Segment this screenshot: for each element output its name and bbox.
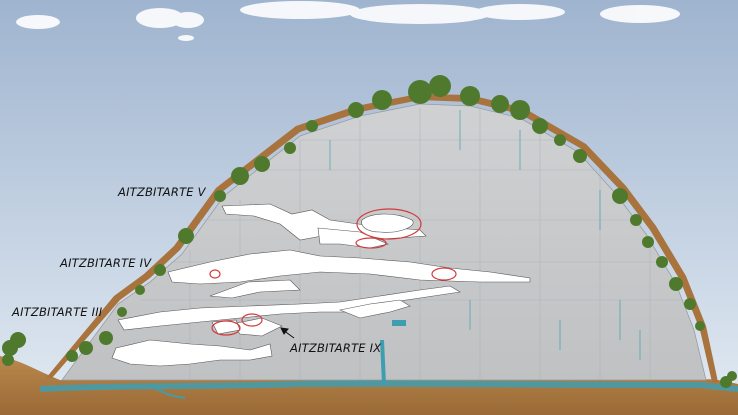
- cave-ix-pointer: [280, 327, 295, 339]
- gallery-iv: [167, 249, 531, 285]
- gallery-v-chamber: [361, 213, 414, 233]
- highlight-iv-left: [209, 269, 221, 279]
- site-highlights: [209, 208, 457, 336]
- highlight-v-lower: [355, 237, 387, 249]
- river-vertical-shaft: [380, 340, 386, 384]
- underground-river: [40, 380, 738, 392]
- highlight-iii-a: [211, 320, 241, 336]
- label-aitzbitarte-v: AITZBITARTE V: [117, 185, 207, 199]
- gallery-iii-lower: [231, 317, 283, 337]
- gallery-lowest: [111, 339, 273, 367]
- label-aitzbitarte-iii: AITZBITARTE III: [11, 305, 103, 319]
- river-pool: [392, 320, 406, 326]
- base-flow: [149, 383, 186, 399]
- highlight-v-main: [356, 208, 422, 240]
- gallery-iii: [117, 285, 461, 331]
- highlight-iv-right: [431, 267, 457, 281]
- clouds: [16, 1, 680, 41]
- vegetation: [2, 75, 737, 388]
- highlight-iii-b: [241, 313, 263, 327]
- cave-galleries: [111, 203, 531, 367]
- water-seepage: [329, 110, 641, 360]
- gallery-ix: [338, 299, 411, 319]
- label-aitzbitarte-iv: AITZBITARTE IV: [59, 256, 152, 270]
- label-aitzbitarte-ix: AITZBITARTE IX: [289, 341, 382, 355]
- gallery-iv-branch: [209, 279, 301, 299]
